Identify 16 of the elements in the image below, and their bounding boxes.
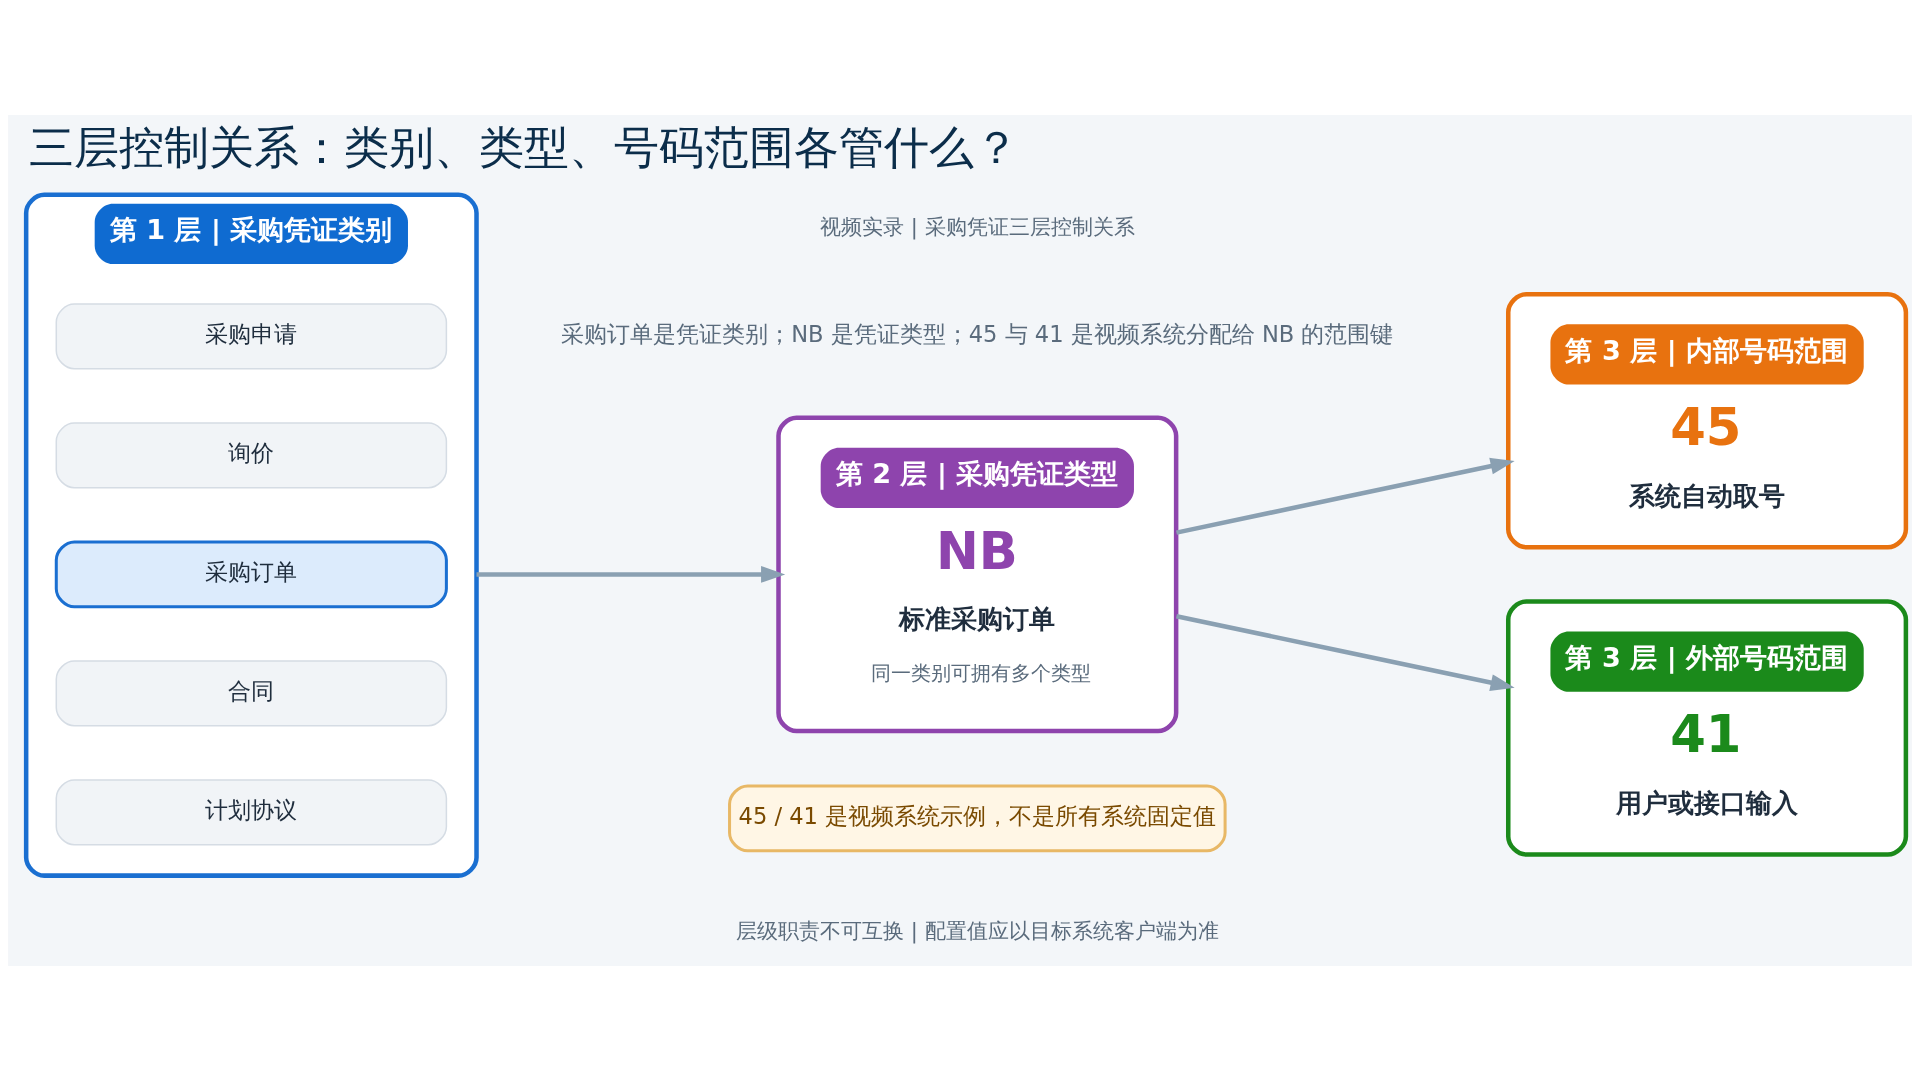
node-box: 第 3 层 | 内部号码范围 45 系统自动取号 — [1506, 291, 1909, 550]
arrow — [1176, 457, 1515, 535]
node-box: 45 / 41 是视频系统示例，不是所有系统固定值 — [728, 784, 1227, 852]
arrow — [1176, 613, 1515, 691]
label: 层级职责不可互换 | 配置值应以目标系统客户端为准 — [736, 917, 1219, 943]
node-box: 询价 — [55, 421, 448, 489]
node-box: 采购订单 — [54, 540, 448, 608]
node-box: 采购申请 — [55, 302, 448, 370]
label: 视频实录 | 采购凭证三层控制关系 — [820, 213, 1135, 239]
arrow — [476, 565, 786, 583]
label: 采购订单是凭证类别；NB 是凭证类型；45 与 41 是视频系统分配给 NB 的范围键 — [561, 320, 1394, 347]
node-box: 计划协议 — [55, 778, 448, 845]
node-box: 合同 — [55, 659, 448, 726]
diagram-title: 三层控制关系：类别、类型、号码范围各管什么？ — [28, 120, 1019, 174]
node-box: 第 3 层 | 外部号码范围 41 用户或接口输入 — [1506, 598, 1909, 857]
node-box: 第 2 层 | 采购凭证类型 NB 标准采购订单 同一类别可拥有多个类型 — [776, 415, 1179, 733]
